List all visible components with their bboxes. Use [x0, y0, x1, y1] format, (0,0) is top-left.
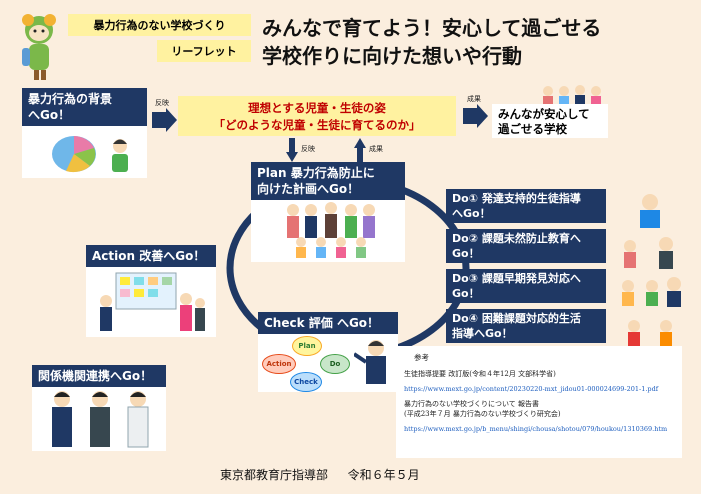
arrow-label-reflect-2: 反映 — [301, 145, 315, 153]
pdca-circle-diagram: Plan Do Check Action — [262, 336, 352, 392]
relations-label: 関係機関連携へGo！ — [32, 365, 166, 387]
background-label: 暴力行為の背景 へGo！ — [22, 88, 147, 126]
footer-date: 令和６年５月 — [347, 468, 420, 482]
do4-line2: 指導へGo！ — [452, 327, 513, 340]
arrow-label-result-1: 成果 — [467, 95, 481, 103]
do1-line2: へGo！ — [452, 207, 491, 220]
reference-1-link[interactable]: https://www.mext.go.jp/content/20230220-… — [404, 385, 659, 393]
ideal-line-1: 理想とする児童・生徒の姿 — [248, 101, 386, 115]
pie-chart-illustration — [50, 132, 140, 176]
ideal-line-2: 「どのような児童・生徒に育てるのか」 — [213, 118, 421, 132]
references-panel: 参考 生徒指導提要 改訂版(令和４年12月 文部科学省) https://www… — [396, 346, 682, 458]
plan-label: Plan 暴力行為防止に 向けた計画へGo！ — [251, 162, 405, 200]
check-panel[interactable]: Check 評価 へGo！ Plan Do Check Action — [258, 312, 398, 392]
title-line-1: みんなで育てよう！安心して過ごせる — [262, 16, 602, 40]
do3-line1: Do③ 課題早期発見対応へ — [452, 272, 581, 285]
check-label: Check 評価 へGo！ — [258, 312, 398, 334]
check-teacher-illustration — [354, 338, 396, 390]
footer-org: 東京都教育庁指導部 — [220, 468, 329, 482]
plan-label-line1: Plan 暴力行為防止に — [257, 166, 375, 180]
relations-staff-illustration — [46, 389, 156, 449]
do2-line1: Do② 課題未然防止教育へ — [452, 232, 581, 245]
action-meeting-illustration — [98, 271, 206, 333]
do1-box[interactable]: Do① 発達支持的生徒指導 へGo！ — [446, 189, 606, 223]
mascot-illustration — [14, 10, 64, 82]
arrow-up-result — [354, 138, 366, 162]
do3-box[interactable]: Do③ 課題早期発見対応へ Go！ — [446, 269, 606, 303]
do4-line1: Do④ 困難課題対応的生活 — [452, 312, 581, 325]
do1-line1: Do① 発達支持的生徒指導 — [452, 192, 581, 205]
action-label: Action 改善へGo！ — [86, 245, 216, 267]
reference-2-line2: (平成23年７月 暴力行為のない学校づくり研究会) — [404, 410, 561, 418]
reference-2-line1: 暴力行為のない学校づくりについて 報告書 — [404, 400, 540, 408]
action-panel[interactable]: Action 改善へGo！ — [86, 245, 216, 337]
reference-1: 生徒指導提要 改訂版(令和４年12月 文部科学省) — [404, 370, 556, 378]
relations-panel[interactable]: 関係機関連携へGo！ — [32, 365, 166, 451]
plan-people-illustration — [281, 202, 381, 258]
plan-panel[interactable]: Plan 暴力行為防止に 向けた計画へGo！ — [251, 162, 405, 262]
goal-kids-illustration — [540, 84, 610, 106]
do3-line2: Go！ — [452, 287, 480, 300]
leaflet-tag-bottom: リーフレット — [157, 40, 251, 62]
arrow-result-1 — [461, 104, 489, 128]
arrow-label-result-2: 成果 — [369, 145, 383, 153]
arrow-down-reflect — [286, 138, 298, 162]
arrow-reflect-1 — [150, 108, 178, 132]
title-line-2: 学校作りに向けた想いや行動 — [262, 44, 522, 68]
references-heading: 参考 — [414, 353, 429, 362]
page-title: みんなで育てよう！安心して過ごせる 学校作りに向けた想いや行動 — [262, 14, 692, 70]
background-label-line1: 暴力行為の背景 — [28, 92, 113, 106]
background-panel[interactable]: 暴力行為の背景 へGo！ — [22, 88, 147, 178]
pdca-check-bubble: Check — [290, 372, 322, 392]
do2-box[interactable]: Do② 課題未然防止教育へ Go！ — [446, 229, 606, 263]
reference-2-link[interactable]: https://www.mext.go.jp/b_menu/shingi/cho… — [404, 425, 668, 433]
leaflet-tag-top: 暴力行為のない学校づくり — [68, 14, 251, 36]
do2-line2: Go！ — [452, 247, 480, 260]
background-label-line2: へGo！ — [28, 108, 71, 122]
goal-line-1: みんなが安心して — [498, 107, 590, 121]
do-illustrations — [610, 190, 690, 348]
plan-label-line2: 向けた計画へGo！ — [257, 182, 360, 196]
arrow-label-reflect-1: 反映 — [155, 99, 169, 107]
footer: 東京都教育庁指導部 令和６年５月 — [220, 466, 420, 483]
pdca-plan-bubble: Plan — [292, 336, 322, 356]
do4-box[interactable]: Do④ 困難課題対応的生活 指導へGo！ — [446, 309, 606, 343]
ideal-student-box: 理想とする児童・生徒の姿 「どのような児童・生徒に育てるのか」 — [178, 96, 456, 136]
goal-line-2: 過ごせる学校 — [498, 122, 567, 136]
pdca-action-bubble: Action — [262, 354, 296, 374]
pdca-do-bubble: Do — [320, 354, 350, 374]
goal-box: みんなが安心して 過ごせる学校 — [492, 104, 608, 138]
